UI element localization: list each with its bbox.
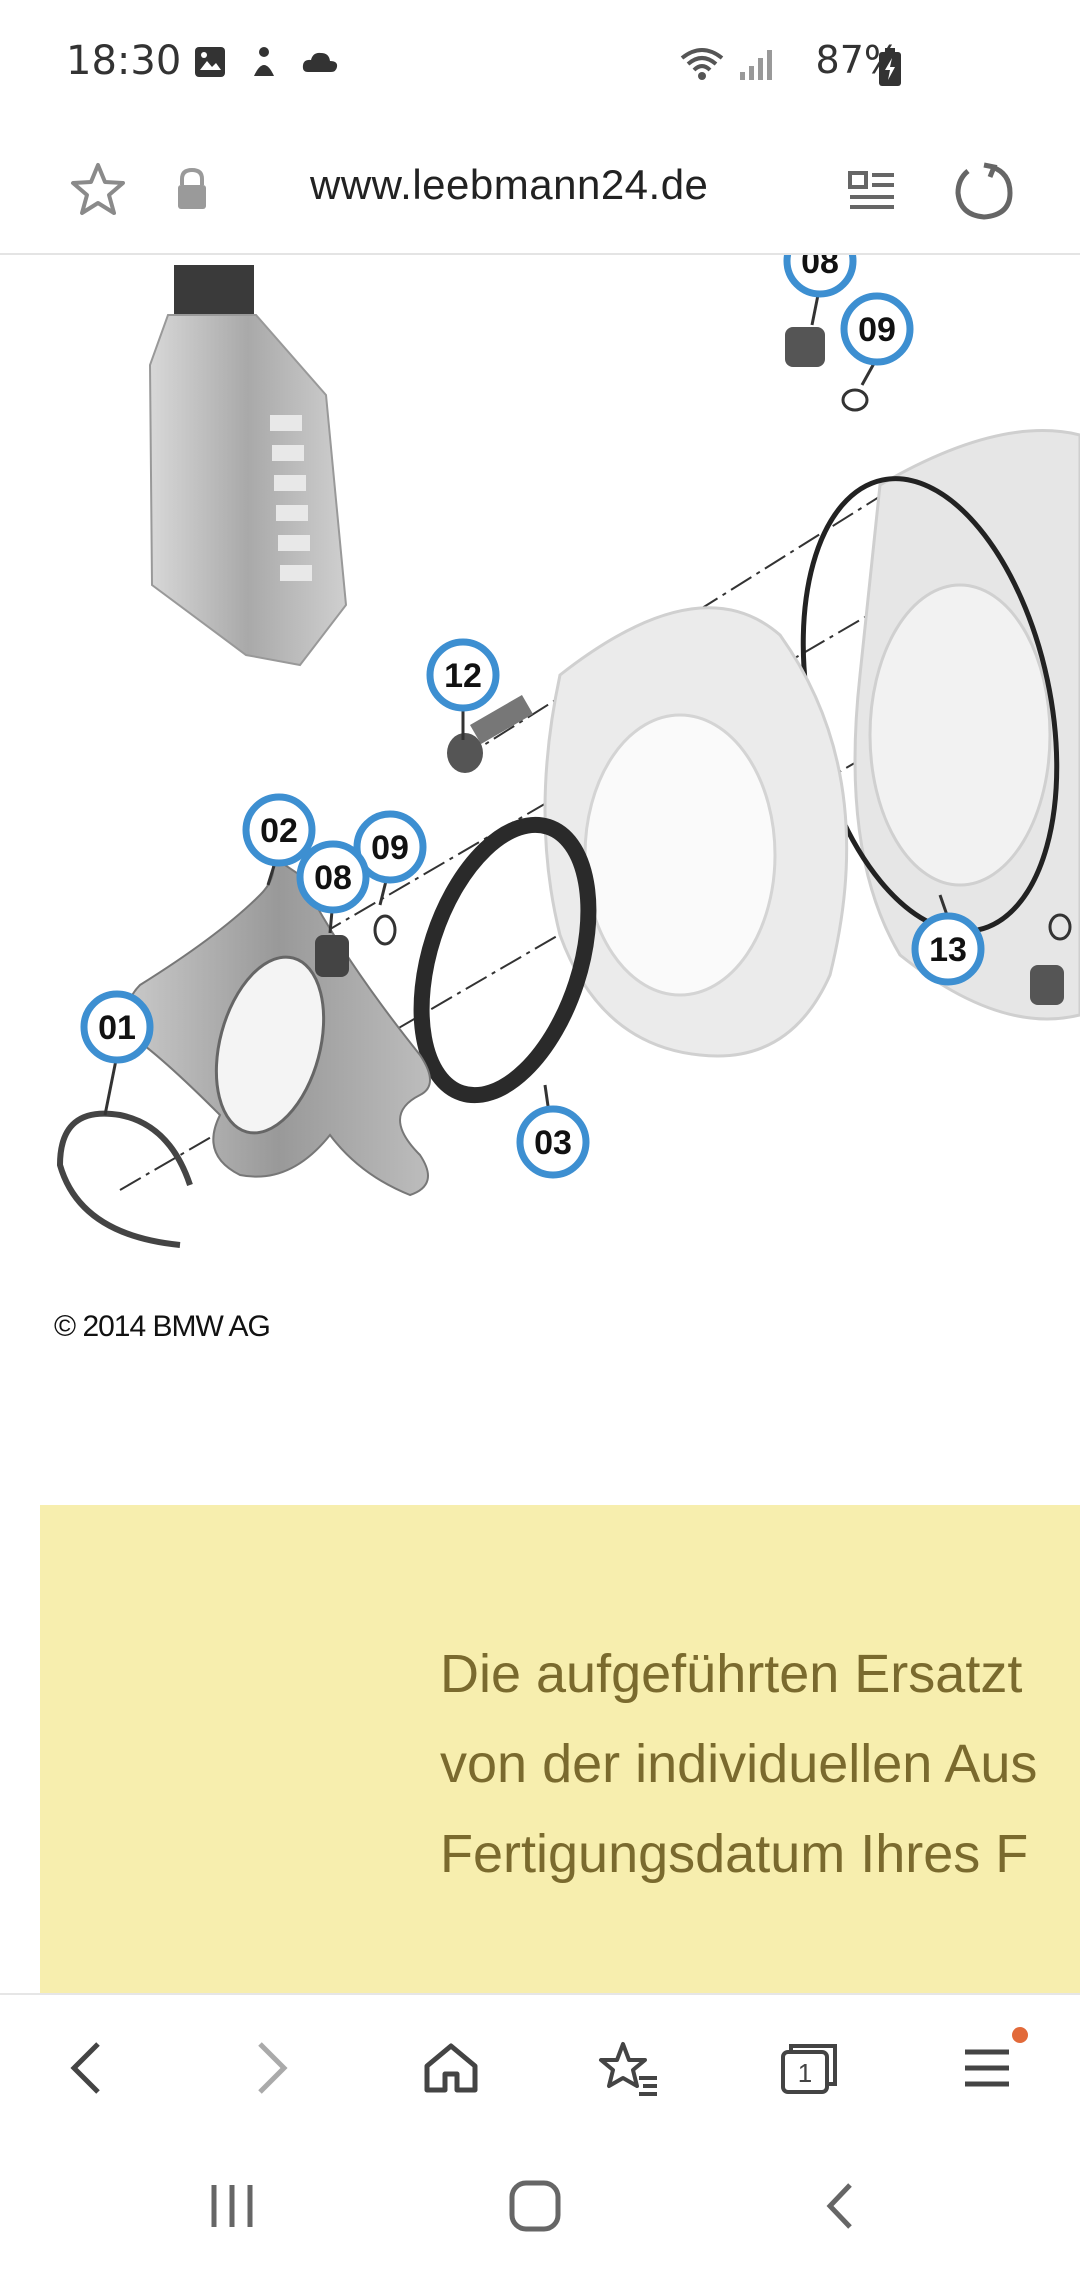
svg-text:08: 08 (314, 859, 352, 897)
circlip-illustration (56, 1110, 193, 1248)
reload-icon[interactable] (952, 157, 1016, 225)
back-icon (70, 2042, 100, 2094)
figure-icon (254, 47, 274, 76)
callout-03[interactable]: 03 (516, 1105, 590, 1179)
bolt-illustration (447, 695, 533, 773)
washer-top-illustration (841, 388, 869, 412)
callout-09-top[interactable]: 09 (840, 292, 914, 366)
callout-08-left[interactable]: 08 (296, 840, 370, 914)
oil-bottle-illustration (148, 265, 348, 667)
cloud-icon (302, 52, 338, 72)
washer-right-illustration (1048, 913, 1072, 941)
browser-bottom-toolbar: 1 (0, 1993, 1080, 2135)
menu-icon (965, 2049, 1009, 2087)
transmission-housing-illustration (800, 429, 1080, 1021)
note-line-3: Fertigungsdatum Ihres F (440, 1824, 1029, 1884)
svg-text:09: 09 (371, 829, 409, 867)
note-line-2: von der individuellen Aus (440, 1734, 1038, 1794)
home-button-icon[interactable] (508, 2179, 562, 2233)
plug-illustration (315, 935, 349, 977)
signal-icon (740, 50, 772, 80)
cover-plate-illustration (543, 606, 849, 1058)
svg-text:02: 02 (260, 812, 298, 850)
parts-note-panel: Die aufgeführten Ersatzt von der individ… (40, 1505, 1080, 1995)
status-time: 18:30 (66, 38, 182, 84)
forward-icon (258, 2042, 288, 2094)
washer-illustration (373, 914, 397, 946)
system-navigation-bar (0, 2135, 1080, 2280)
svg-text:12: 12 (444, 657, 482, 695)
star-icon[interactable] (64, 157, 132, 225)
menu-notification-dot (1012, 2027, 1028, 2043)
url-field[interactable]: www.leebmann24.de (310, 161, 709, 208)
hub-flange-illustration (125, 852, 431, 1197)
connectivity-icons (678, 44, 776, 84)
tabs-icon: 1 (781, 2044, 837, 2094)
plug-right-illustration (1030, 965, 1064, 1005)
callout-09-left[interactable]: 09 (353, 810, 427, 884)
back-button[interactable] (42, 2023, 132, 2113)
exploded-view-drawing: 08 09 12 02 09 08 (56, 224, 1080, 1248)
forward-button[interactable] (226, 2023, 316, 2113)
bookmarks-icon (599, 2042, 657, 2096)
callout-02[interactable]: 02 (242, 793, 316, 867)
browser-address-bar: www.leebmann24.de (0, 135, 1080, 255)
status-notification-icons (192, 44, 340, 80)
wifi-icon (680, 48, 724, 80)
diagram-copyright: © 2014 BMW AG (54, 1310, 271, 1343)
seal-ring-illustration (413, 816, 597, 1104)
plug-top-illustration (785, 327, 825, 367)
tabs-button[interactable]: 1 (764, 2023, 854, 2113)
callout-01[interactable]: 01 (80, 990, 154, 1064)
home-button[interactable] (406, 2023, 496, 2113)
recents-icon[interactable] (206, 2181, 258, 2231)
bookmarks-button[interactable] (584, 2023, 674, 2113)
status-bar: 18:30 87% (0, 0, 1080, 135)
svg-text:09: 09 (858, 311, 896, 349)
callout-13[interactable]: 13 (911, 912, 985, 986)
callout-08-top[interactable]: 08 (783, 224, 857, 298)
svg-text:08: 08 (801, 255, 839, 281)
gallery-icon (195, 47, 225, 77)
parts-diagram: 08 09 12 02 09 08 (0, 224, 1080, 1455)
menu-button[interactable] (944, 2023, 1034, 2113)
reader-mode-icon[interactable] (846, 157, 898, 225)
home-icon (424, 2043, 478, 2093)
lock-icon[interactable] (172, 165, 212, 215)
note-line-1: Die aufgeführten Ersatzt (440, 1644, 1023, 1704)
back-gesture-icon[interactable] (820, 2181, 860, 2231)
svg-text:13: 13 (929, 931, 967, 969)
callout-12[interactable]: 12 (426, 638, 500, 712)
svg-text:03: 03 (534, 1124, 572, 1162)
battery-charging-icon (879, 48, 901, 86)
svg-text:01: 01 (98, 1009, 136, 1047)
svg-text:1: 1 (798, 2058, 812, 2088)
